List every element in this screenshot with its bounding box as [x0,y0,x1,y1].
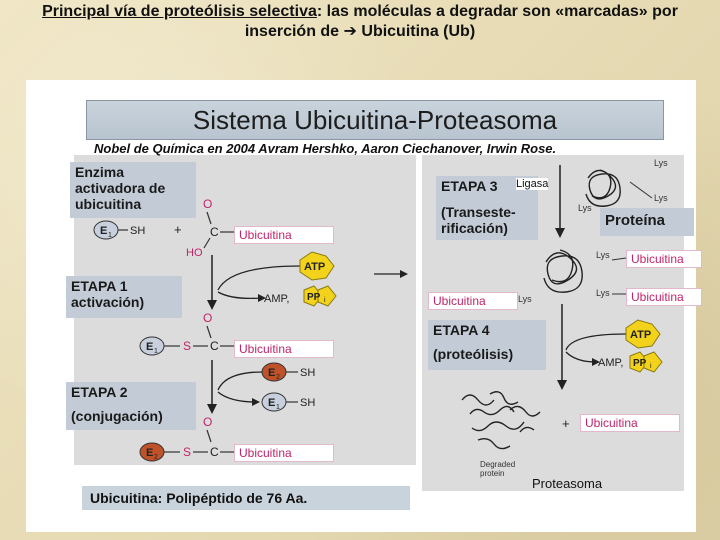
svg-text:E: E [268,367,275,379]
svg-text:E: E [146,447,153,459]
e2-enzyme-2: E 2 [139,442,165,462]
stage4-label: ETAPA 4 (proteólisis) [428,320,546,370]
sh-group-1: SH [130,225,145,237]
svg-text:2: 2 [276,374,280,381]
carbon-1: C [210,225,219,239]
sulfur-2: S [183,445,191,459]
ppi-badge-2: PP i [629,351,663,373]
stage1-label: ETAPA 1 activación) [66,276,182,318]
ligasa-label: Ligasa [516,178,549,190]
slide-title: Principal vía de proteólisis selectiva: … [0,2,720,42]
svg-text:ATP: ATP [304,261,325,273]
ubicuitina-tag-3: Ubicuitina [234,444,334,462]
ubicuitina-tag-5: Ubicuitina [626,250,702,268]
footer-caption: Ubicuitina: Polipéptido de 76 Aa. [82,486,410,510]
atp-badge-1: ATP [299,251,335,281]
svg-text:1: 1 [108,232,112,239]
stage2-label: ETAPA 2 (conjugación) [66,382,196,430]
degraded-protein-fragments [461,391,541,450]
amp-text-2: AMP, [598,357,623,369]
diagram-banner: Sistema Ubicuitina-Proteasoma [86,100,664,140]
lys-label-3: Lys [578,203,592,213]
ppi-badge-1: PP i [303,285,337,307]
oxygen-2: O [203,311,212,325]
svg-text:1: 1 [154,348,158,355]
nobel-caption: Nobel de Química en 2004 Avram Hershko, … [94,141,557,156]
stage2-line2: (conjugación) [71,408,163,424]
lys-label-5: Lys [518,294,532,304]
svg-text:i: i [324,297,326,304]
stage4-line2: (proteólisis) [433,346,514,362]
title-rest: : las moléculas a degradar son «marcadas… [316,3,678,20]
e1-enzyme-1: E 1 [93,220,119,240]
ubiquitinated-protein-coil [543,249,583,293]
stage3-line2: (Transeste-rificación) [441,204,516,236]
oxygen-1: O [203,197,212,211]
target-protein-coil [585,169,621,207]
lys-label-4: Lys [596,250,610,260]
atp-badge-2: ATP [625,319,661,349]
e1-enzyme-3: E 1 [261,392,287,412]
ubicuitina-tag-6: Ubicuitina [626,288,702,306]
ubicuitina-tag-2: Ubicuitina [234,340,334,358]
ho-group: HO [186,247,203,259]
e2-enzyme-1: E 2 [261,362,287,382]
arrow-icon: ➔ [343,23,357,40]
ubicuitina-tag-7: Ubicuitina [580,414,680,432]
lys-label-2: Lys [654,193,668,203]
svg-text:PP: PP [633,358,647,369]
oxygen-3: O [203,415,212,429]
degraded-protein-label: Degraded protein [480,460,516,478]
stage3-line1: ETAPA 3 [441,178,498,194]
title-line2-suffix: Ubicuitina (Ub) [356,23,476,40]
carbon-3: C [210,445,219,459]
svg-text:PP: PP [307,292,321,303]
svg-text:2: 2 [154,454,158,461]
title-line2-prefix: inserción de [244,23,344,40]
e1-enzyme-2: E 1 [139,336,165,356]
stage2-line1: ETAPA 2 [71,384,128,400]
svg-text:i: i [650,363,652,370]
plus-sign-2: + [562,416,570,431]
ubicuitina-tag-1: Ubicuitina [234,226,334,244]
lys-label-1: Lys [654,158,668,168]
lys-label-6: Lys [596,288,610,298]
stage4-line1: ETAPA 4 [433,322,490,338]
title-underlined: Principal vía de proteólisis selectiva [42,3,317,20]
svg-text:E: E [146,341,153,353]
carbon-2: C [210,339,219,353]
svg-text:1: 1 [276,404,280,411]
svg-text:E: E [268,397,275,409]
plus-sign-1: + [174,222,182,237]
svg-text:E: E [100,225,107,237]
sh-group-3: SH [300,397,315,409]
proteasoma-label: Proteasoma [532,476,603,491]
ubicuitina-tag-4: Ubicuitina [428,292,518,310]
svg-text:ATP: ATP [630,329,651,341]
amp-text-1: AMP, [264,293,289,305]
sulfur-1: S [183,339,191,353]
enzyme-label: Enzima activadora de ubicuitina [70,162,196,218]
proteina-label: Proteína [600,208,694,236]
sh-group-2: SH [300,367,315,379]
